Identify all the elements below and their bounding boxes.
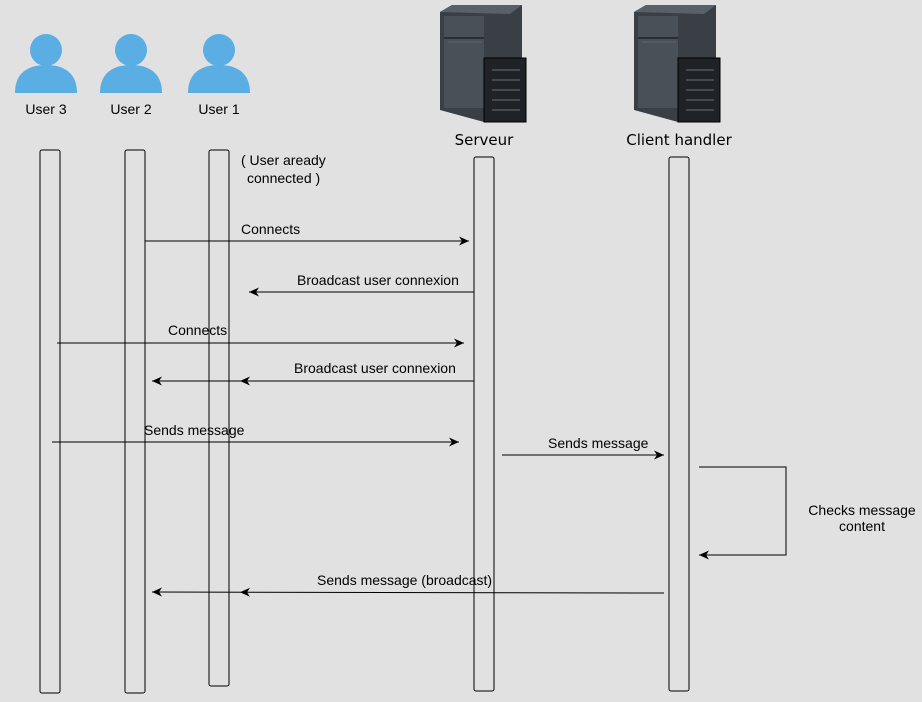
msg-user3-connects-label: Connects <box>168 322 227 338</box>
msg-broadcast-message-arrowhead-user1 <box>240 587 250 597</box>
user1-label: User 1 <box>198 101 239 117</box>
msg-checks-content-arrow <box>699 466 787 560</box>
server-lifeline <box>473 156 495 692</box>
msg-broadcast-message-label: Sends message (broadcast) <box>317 572 492 588</box>
user2-lifeline <box>124 149 146 694</box>
user2-icon <box>100 34 162 93</box>
user1-note-line1: ( User aready <box>241 152 326 168</box>
client-handler-server-icon <box>634 5 721 123</box>
user1-icon <box>188 34 250 93</box>
msg-user2-connects-label: Connects <box>241 221 300 237</box>
msg-broadcast-2-arrowhead-user1 <box>240 376 250 386</box>
user2-label: User 2 <box>110 101 151 117</box>
msg-broadcast-2-label: Broadcast user connexion <box>294 360 456 376</box>
msg-broadcast-message-arrow <box>151 587 665 597</box>
msg-server-sends-label: Sends message <box>548 435 649 451</box>
server-icon <box>440 5 527 123</box>
client-handler-label: Client handler <box>626 131 732 149</box>
user3-label: User 3 <box>25 101 66 117</box>
msg-user3-sends-label: Sends message <box>144 422 245 438</box>
user3-lifeline <box>39 149 61 694</box>
server-label: Serveur <box>455 131 515 149</box>
user1-note-line2: connected ) <box>247 170 320 186</box>
msg-broadcast-1-label: Broadcast user connexion <box>297 272 459 288</box>
client-handler-lifeline <box>668 156 690 692</box>
msg-checks-content-line1: Checks message <box>808 502 916 518</box>
msg-checks-content-line2: content <box>839 518 885 534</box>
user3-icon <box>15 34 77 93</box>
user1-lifeline <box>208 149 230 687</box>
